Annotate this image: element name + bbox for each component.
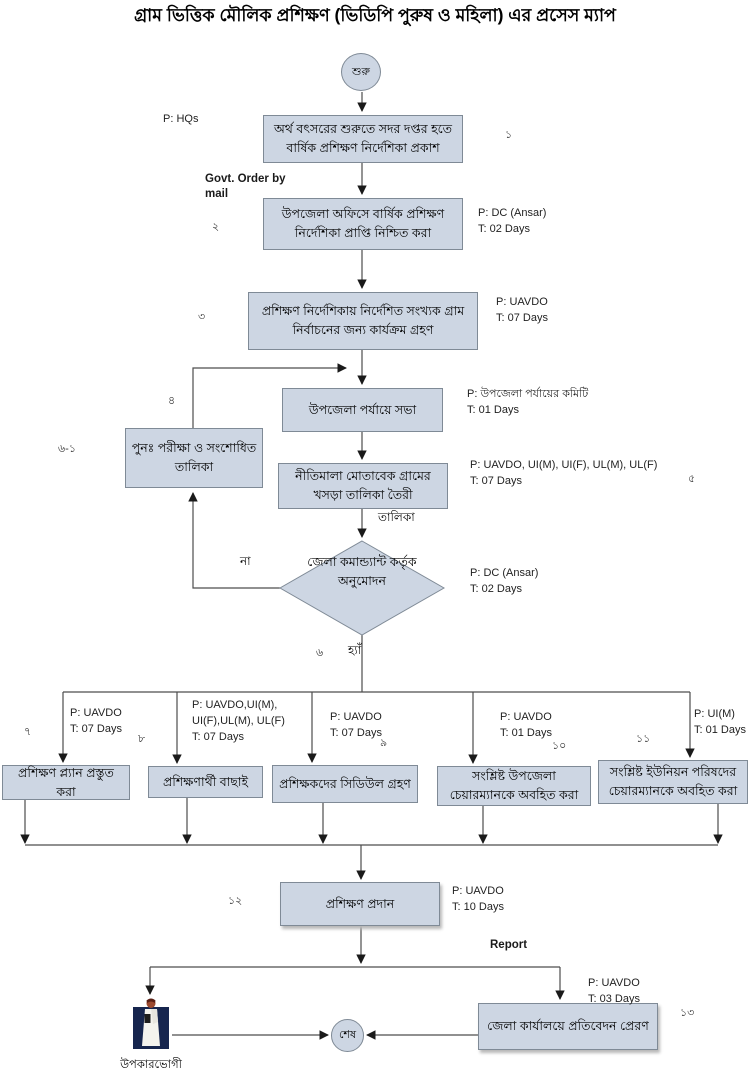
step-5-number: ৫ bbox=[688, 473, 696, 485]
step-4-label: উপজেলা পর্যায়ে সভা bbox=[308, 402, 417, 417]
step-4-time: T: 01 Days bbox=[467, 403, 519, 416]
step-13-label: জেলা কার্যালয়ে প্রতিবেদন প্রেরণ bbox=[487, 1019, 649, 1034]
revise-label: পুনঃ পরীক্ষা ও সংশোধিত তালিকা bbox=[131, 441, 257, 474]
step-2-number: ২ bbox=[212, 221, 220, 233]
step-8-label: প্রশিক্ষণার্থী বাছাই bbox=[162, 774, 249, 789]
start-node: শুরু bbox=[341, 53, 381, 91]
step-7-number: ৭ bbox=[24, 726, 32, 738]
step-9-performer: P: UAVDO bbox=[330, 711, 382, 723]
list-edge-label: তালিকা bbox=[378, 510, 415, 524]
step-9-annotation: P: UAVDO T: 07 Days bbox=[330, 710, 382, 742]
step-3-number: ৩ bbox=[198, 311, 206, 323]
step-10-time: T: 01 Days bbox=[500, 726, 552, 739]
page-title: গ্রাম ভিত্তিক মৌলিক প্রশিক্ষণ (ভিডিপি পু… bbox=[134, 5, 616, 25]
step-11-label: সংশ্লিষ্ট ইউনিয়ন পরিষদের চেয়ারম্যানকে … bbox=[608, 765, 738, 798]
step-8-number: ৮ bbox=[138, 733, 146, 745]
step-3-performer: P: UAVDO bbox=[496, 296, 548, 308]
govt-order-label: Govt. Order by mail bbox=[205, 173, 286, 200]
step-2-label: উপজেলা অফিসে বার্ষিক প্রশিক্ষণ নির্দেশিক… bbox=[281, 207, 445, 240]
step-10-number: ১০ bbox=[552, 740, 567, 752]
step-3-time: T: 07 Days bbox=[496, 311, 548, 324]
step-4-number: ৪ bbox=[168, 395, 176, 407]
revise-number: ৬-১ bbox=[58, 443, 76, 455]
beneficiary-icon bbox=[131, 996, 171, 1059]
step-2-performer: P: DC (Ansar) bbox=[478, 207, 547, 219]
step-12-time: T: 10 Days bbox=[452, 900, 504, 913]
step-8-time: T: 07 Days bbox=[192, 730, 244, 743]
step-11-time: T: 01 Days bbox=[694, 723, 746, 736]
step-5-time: T: 07 Days bbox=[470, 474, 522, 487]
step-2-time: T: 02 Days bbox=[478, 222, 530, 235]
step-10-label: সংশ্লিষ্ট উপজেলা চেয়ারম্যানকে অবহিত করা bbox=[449, 769, 579, 802]
step-8-annotation: P: UAVDO,UI(M), UI(F),UL(M), UL(F) T: 07… bbox=[192, 698, 300, 746]
step-5-performer: P: UAVDO, UI(M), UI(F), UL(M), UL(F) bbox=[470, 459, 658, 471]
step-10-performer: P: UAVDO bbox=[500, 711, 552, 723]
step-7-performer: P: UAVDO bbox=[70, 707, 122, 719]
person-icon bbox=[133, 998, 169, 1049]
step-12-box: প্রশিক্ষণ প্রদান bbox=[280, 882, 440, 926]
step-11-number: ১১ bbox=[636, 733, 651, 745]
beneficiary-label: উপকারভোগী bbox=[120, 1059, 182, 1071]
step-8-box: প্রশিক্ষণার্থী বাছাই bbox=[148, 766, 263, 798]
step-9-number: ৯ bbox=[380, 737, 388, 749]
step-11-box: সংশ্লিষ্ট ইউনিয়ন পরিষদের চেয়ারম্যানকে … bbox=[598, 760, 748, 804]
report-edge-label: Report bbox=[490, 939, 528, 951]
step-12-number: ১২ bbox=[228, 895, 243, 907]
step-13-annotation: P: UAVDO T: 03 Days bbox=[588, 976, 640, 1008]
step-13-number: ১৩ bbox=[680, 1007, 695, 1019]
step-2-box: উপজেলা অফিসে বার্ষিক প্রশিক্ষণ নির্দেশিক… bbox=[263, 198, 463, 250]
step-7-box: প্রশিক্ষণ প্ল্যান প্রস্তুত করা bbox=[2, 765, 130, 800]
step-8-performer: P: UAVDO,UI(M), UI(F),UL(M), UL(F) bbox=[192, 699, 285, 727]
step-2-annotation: P: DC (Ansar) T: 02 Days bbox=[478, 206, 546, 238]
decision-annotation: P: DC (Ansar) T: 02 Days bbox=[470, 566, 538, 598]
step-4-box: উপজেলা পর্যায়ে সভা bbox=[282, 388, 443, 432]
step-10-annotation: P: UAVDO T: 01 Days bbox=[500, 710, 552, 742]
end-label: শেষ bbox=[338, 1029, 357, 1042]
step-3-box: প্রশিক্ষণ নির্দেশিকায় নির্দেশিত সংখ্যক … bbox=[248, 292, 478, 350]
yes-edge-label: হ্যাঁ bbox=[348, 643, 362, 657]
step-9-box: প্রশিক্ষকদের সিডিউল গ্রহণ bbox=[272, 765, 418, 803]
decision-number: ৬ bbox=[316, 647, 324, 659]
step-9-time: T: 07 Days bbox=[330, 726, 382, 739]
step-1-performer: P: HQs bbox=[163, 113, 199, 125]
flow-arrows bbox=[20, 92, 723, 1040]
step-13-time: T: 03 Days bbox=[588, 992, 640, 1005]
step-11-performer: P: UI(M) bbox=[694, 708, 735, 720]
step-7-annotation: P: UAVDO T: 07 Days bbox=[70, 706, 122, 738]
step-1-box: অর্থ বৎসরের শুরুতে সদর দপ্তর হতে বার্ষিক… bbox=[263, 115, 463, 163]
step-9-label: প্রশিক্ষকদের সিডিউল গ্রহণ bbox=[279, 776, 411, 791]
end-node: শেষ bbox=[331, 1019, 364, 1052]
step-11-annotation: P: UI(M) T: 01 Days bbox=[694, 707, 746, 739]
step-3-annotation: P: UAVDO T: 07 Days bbox=[496, 295, 548, 327]
step-5-label: নীতিমালা মোতাবেক গ্রামের খসড়া তালিকা তৈ… bbox=[295, 469, 431, 502]
no-edge-label: না bbox=[240, 554, 251, 568]
decision-time: T: 02 Days bbox=[470, 582, 522, 595]
step-12-performer: P: UAVDO bbox=[452, 885, 504, 897]
step-12-label: প্রশিক্ষণ প্রদান bbox=[325, 896, 395, 911]
step-10-box: সংশ্লিষ্ট উপজেলা চেয়ারম্যানকে অবহিত করা bbox=[437, 766, 591, 806]
step-1-number: ১ bbox=[505, 129, 513, 141]
step-13-box: জেলা কার্যালয়ে প্রতিবেদন প্রেরণ bbox=[478, 1003, 658, 1050]
step-7-time: T: 07 Days bbox=[70, 722, 122, 735]
step-5-box: নীতিমালা মোতাবেক গ্রামের খসড়া তালিকা তৈ… bbox=[278, 463, 448, 509]
step-12-annotation: P: UAVDO T: 10 Days bbox=[452, 884, 504, 916]
step-1-label: অর্থ বৎসরের শুরুতে সদর দপ্তর হতে বার্ষিক… bbox=[273, 122, 453, 155]
decision-performer: P: DC (Ansar) bbox=[470, 567, 539, 579]
decision-diamond bbox=[278, 540, 446, 636]
step-4-performer: P: উপজেলা পর্যায়ের কমিটি bbox=[467, 388, 589, 400]
step-13-performer: P: UAVDO bbox=[588, 977, 640, 989]
revise-box: পুনঃ পরীক্ষা ও সংশোধিত তালিকা bbox=[125, 428, 263, 488]
step-3-label: প্রশিক্ষণ নির্দেশিকায় নির্দেশিত সংখ্যক … bbox=[261, 304, 465, 337]
decision-label: জেলা কমান্ড্যান্ট কর্তৃক অনুমোদন bbox=[307, 555, 417, 589]
step-5-annotation: P: UAVDO, UI(M), UI(F), UL(M), UL(F) T: … bbox=[470, 458, 657, 490]
step-4-annotation: P: উপজেলা পর্যায়ের কমিটি T: 01 Days bbox=[467, 387, 588, 419]
start-label: শুরু bbox=[352, 65, 370, 78]
step-7-label: প্রশিক্ষণ প্ল্যান প্রস্তুত করা bbox=[18, 765, 114, 799]
